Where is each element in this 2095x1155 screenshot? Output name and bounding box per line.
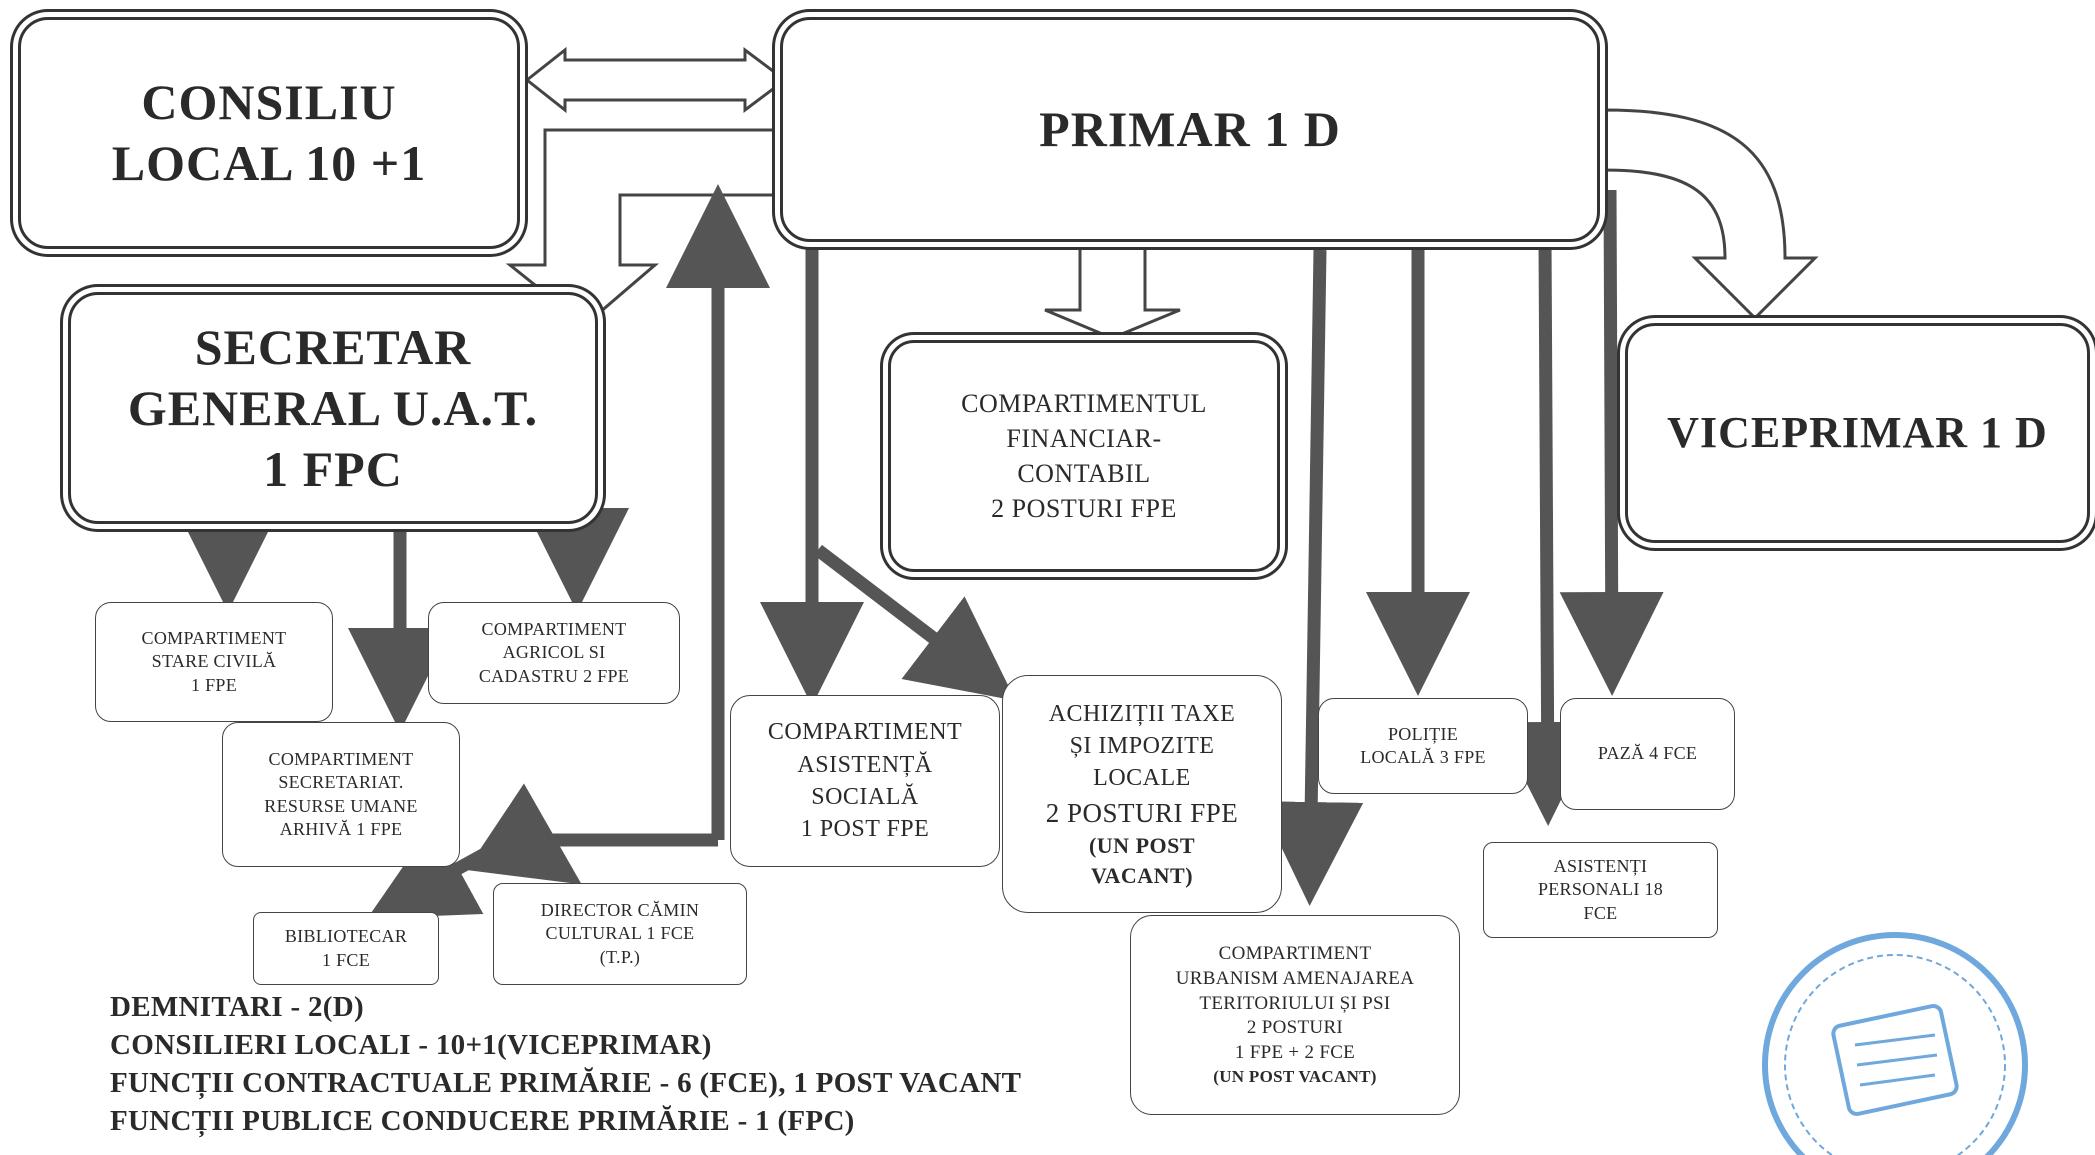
achizitii-line-2: ȘI IMPOZITE bbox=[1069, 732, 1215, 759]
urbanism-line-1: COMPARTIMENT bbox=[1218, 943, 1372, 965]
asistenta-line-1: COMPARTIMENT bbox=[767, 719, 963, 746]
connector-bus-director bbox=[466, 783, 582, 885]
box-financiar-contabil: COMPARTIMENTUL FINANCIAR- CONTABIL 2 POS… bbox=[888, 340, 1280, 572]
box-viceprimar: VICEPRIMAR 1 D bbox=[1625, 323, 2090, 543]
politie-line-1: POLIȚIE bbox=[1387, 723, 1459, 744]
curved-arrow-primar-viceprimar bbox=[1603, 108, 1819, 321]
primar-line-1: PRIMAR 1 D bbox=[1039, 101, 1341, 157]
legend-line-functii-contractuale: FUNCȚII CONTRACTUALE PRIMĂRIE - 6 (FCE),… bbox=[110, 1067, 1022, 1099]
connectors-layer bbox=[176, 46, 1819, 919]
politie-line-2: LOCALĂ 3 FPE bbox=[1360, 747, 1486, 767]
director-line-3: (T.P.) bbox=[599, 946, 641, 967]
urbanism-line-3: TERITORIULUI ȘI PSI bbox=[1199, 992, 1391, 1014]
double-arrow-consiliu-primar bbox=[524, 46, 788, 114]
achizitii-note-2: VACANT) bbox=[1090, 862, 1194, 888]
secretariat-line-3: RESURSE UMANE bbox=[264, 795, 418, 816]
bibliotecar-line-1: BIBLIOTECAR bbox=[284, 926, 408, 947]
connector-primar-urbanism bbox=[1259, 249, 1364, 906]
asistenti-line-3: FCE bbox=[1583, 902, 1618, 923]
connector-primar-paza bbox=[1559, 189, 1664, 696]
secretariat-line-1: COMPARTIMENT bbox=[268, 748, 414, 769]
box-agricol-cadastru: COMPARTIMENT AGRICOL SI CADASTRU 2 FPE bbox=[428, 602, 680, 704]
legend-line-consilieri: CONSILIERI LOCALI - 10+1(VICEPRIMAR) bbox=[110, 1029, 712, 1061]
official-stamp bbox=[1762, 932, 2028, 1155]
secretar-line-3: 1 FPC bbox=[263, 440, 403, 497]
box-consiliu-local: CONSILIU LOCAL 10 +1 bbox=[18, 17, 520, 249]
consiliu-line-1: CONSILIU bbox=[141, 74, 397, 130]
legend-line-demnitari: DEMNITARI - 2(D) bbox=[110, 991, 364, 1023]
director-line-2: CULTURAL 1 FCE bbox=[545, 923, 695, 944]
stare-civila-line-1: COMPARTIMENT bbox=[141, 627, 287, 648]
asistenta-line-4: 1 POST FPE bbox=[800, 816, 930, 843]
achizitii-line-4: 2 POSTURI FPE bbox=[1045, 797, 1239, 828]
financiar-line-2: FINANCIAR- bbox=[1006, 423, 1162, 453]
urbanism-note-1: (UN POST VACANT) bbox=[1213, 1066, 1377, 1086]
agricol-line-3: CADASTRU 2 FPE bbox=[478, 665, 630, 686]
box-asistenti-personali: ASISTENȚI PERSONALI 18 FCE bbox=[1483, 842, 1718, 938]
secretar-line-1: SECRETAR bbox=[194, 318, 472, 375]
asistenta-line-2: ASISTENȚĂ bbox=[797, 751, 933, 778]
connector-primar-achizitii bbox=[814, 544, 1016, 701]
urbanism-line-2: URBANISM AMENAJAREA bbox=[1175, 967, 1415, 989]
stare-civila-line-3: 1 FPE bbox=[190, 674, 238, 695]
achizitii-line-1: ACHIZIȚII TAXE bbox=[1048, 700, 1236, 727]
box-urbanism: COMPARTIMENT URBANISM AMENAJAREA TERITOR… bbox=[1130, 915, 1460, 1115]
box-politie-locala: POLIȚIE LOCALĂ 3 FPE bbox=[1318, 698, 1528, 794]
connector-primar-asistenti bbox=[1495, 239, 1600, 826]
director-line-1: DIRECTOR CĂMIN bbox=[540, 899, 700, 920]
urbanism-line-4: 2 POSTURI bbox=[1246, 1017, 1344, 1039]
financiar-line-3: CONTABIL bbox=[1017, 459, 1151, 488]
urbanism-line-5: 1 FPE + 2 FCE bbox=[1234, 1041, 1356, 1063]
legend: DEMNITARI - 2(D) CONSILIERI LOCALI - 10+… bbox=[110, 988, 1021, 1140]
box-paza: PAZĂ 4 FCE bbox=[1560, 698, 1735, 810]
agricol-line-1: COMPARTIMENT bbox=[481, 618, 627, 639]
box-secretar-general: SECRETAR GENERAL U.A.T. 1 FPC bbox=[68, 292, 598, 524]
box-bibliotecar: BIBLIOTECAR 1 FCE bbox=[253, 912, 439, 985]
box-secretariat: COMPARTIMENT SECRETARIAT. RESURSE UMANE … bbox=[222, 722, 460, 867]
achizitii-line-3: LOCALE bbox=[1093, 765, 1191, 792]
secretariat-line-4: ARHIVĂ 1 FPE bbox=[279, 818, 403, 839]
box-asistenta-sociala: COMPARTIMENT ASISTENȚĂ SOCIALĂ 1 POST FP… bbox=[730, 695, 1000, 867]
box-primar: PRIMAR 1 D bbox=[780, 17, 1600, 242]
asistenta-line-3: SOCIALĂ bbox=[811, 784, 919, 810]
box-director-camin: DIRECTOR CĂMIN CULTURAL 1 FCE (T.P.) bbox=[493, 883, 747, 985]
paza-line-1: PAZĂ 4 FCE bbox=[1597, 743, 1698, 764]
achizitii-note-1: (UN POST bbox=[1088, 833, 1196, 859]
org-chart: CONSILIU LOCAL 10 +1 PRIMAR 1 D SECRETAR… bbox=[18, 17, 2090, 1155]
financiar-line-1: COMPARTIMENTUL bbox=[961, 388, 1207, 418]
bibliotecar-line-2: 1 FCE bbox=[321, 949, 370, 970]
stare-civila-line-2: STARE CIVILĂ bbox=[151, 651, 277, 672]
financiar-line-4: 2 POSTURI FPE bbox=[991, 494, 1177, 524]
agricol-line-2: AGRICOL SI bbox=[502, 642, 606, 663]
viceprimar-line-1: VICEPRIMAR 1 D bbox=[1667, 408, 2048, 458]
secretar-line-2: GENERAL U.A.T. bbox=[127, 379, 539, 436]
secretariat-line-2: SECRETARIAT. bbox=[278, 772, 404, 793]
asistenti-line-2: PERSONALI 18 bbox=[1537, 879, 1664, 900]
legend-line-functii-publice: FUNCȚII PUBLICE CONDUCERE PRIMĂRIE - 1 (… bbox=[110, 1105, 855, 1137]
box-achizitii-taxe: ACHIZIȚII TAXE ȘI IMPOZITE LOCALE 2 POST… bbox=[1002, 675, 1282, 913]
asistenti-line-1: ASISTENȚI bbox=[1553, 855, 1648, 876]
hollow-arrow-primar-financiar bbox=[1044, 241, 1181, 340]
box-stare-civila: COMPARTIMENT STARE CIVILĂ 1 FPE bbox=[95, 602, 333, 722]
consiliu-line-2: LOCAL 10 +1 bbox=[111, 135, 427, 191]
